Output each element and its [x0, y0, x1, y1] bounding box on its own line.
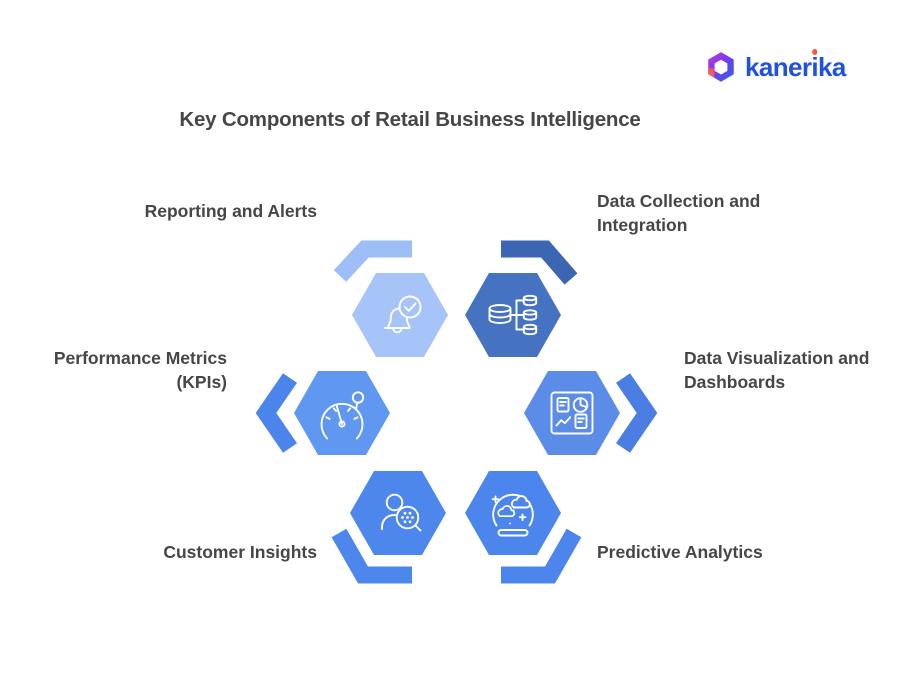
arrow-segment-bottom-right — [501, 528, 582, 584]
arrow-segment-top-left — [333, 240, 412, 282]
person-search-icon — [381, 493, 422, 532]
arrow-segment-left — [255, 373, 298, 453]
label-performance-metrics-kpis: Performance Metrics (KPIs) — [53, 348, 227, 392]
component-reporting-and-alerts — [333, 240, 448, 357]
page-title: Key Components of Retail Business Intell… — [179, 108, 641, 131]
label-data-collection-and-integration: Data Collection and Integration — [597, 191, 761, 235]
crystal-ball-icon — [491, 493, 534, 537]
component-predictive-analytics — [465, 471, 582, 584]
component-data-collection-and-integration — [465, 240, 578, 357]
kanerika-cube-icon — [708, 52, 734, 82]
label-predictive-analytics: Predictive Analytics — [597, 542, 763, 562]
database-distribution-icon — [488, 294, 538, 336]
hexagon-cycle-diagram — [255, 240, 658, 584]
hexagon-performance-metrics-kpis — [294, 371, 390, 455]
component-customer-insights — [331, 471, 446, 584]
dashboard-icon — [550, 391, 594, 435]
label-reporting-and-alerts: Reporting and Alerts — [144, 201, 317, 221]
hexagon-reporting-and-alerts — [352, 273, 448, 357]
hexagon-data-visualization-and-dashboards — [524, 371, 620, 455]
arrow-segment-bottom-left — [331, 528, 412, 584]
brand-i-dot — [811, 49, 818, 55]
gauge-icon — [320, 391, 365, 440]
label-data-visualization-and-dashboards: Data Visualization and Dashboards — [684, 348, 870, 392]
arrow-segment-right — [615, 373, 658, 453]
arrow-segment-top-right — [501, 240, 578, 285]
component-performance-metrics-kpis — [255, 371, 390, 455]
bell-check-icon — [384, 295, 422, 334]
label-customer-insights: Customer Insights — [163, 542, 317, 562]
component-data-visualization-and-dashboards — [524, 371, 658, 455]
